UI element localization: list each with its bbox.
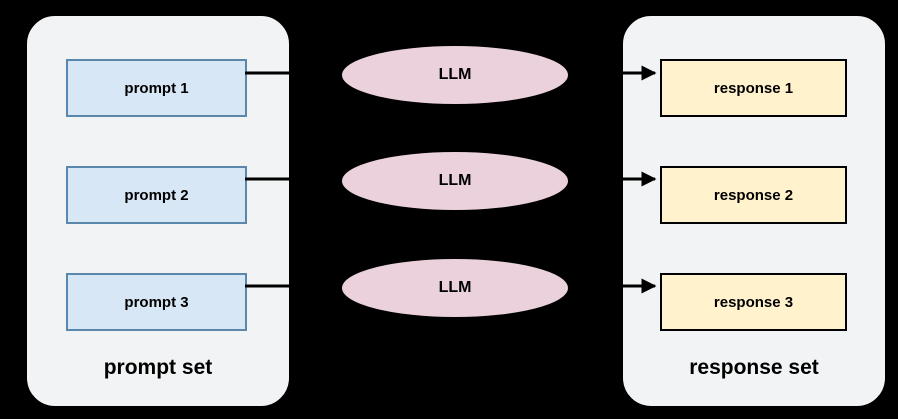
prompt-1-label: prompt 1 [124, 79, 189, 97]
response-1-box: response 1 [660, 59, 847, 117]
prompt-1-box: prompt 1 [66, 59, 247, 117]
response-2-label: response 2 [713, 186, 794, 204]
prompt-2-label: prompt 2 [124, 186, 189, 204]
prompt-3-box: prompt 3 [66, 273, 247, 331]
llm-1-label: LLM [438, 66, 472, 83]
response-3-label: response 3 [713, 293, 794, 311]
response-set-label: response set [689, 356, 819, 379]
llm-node-3: LLM [340, 257, 570, 319]
llm-node-2: LLM [340, 150, 570, 212]
prompt-2-box: prompt 2 [66, 166, 247, 224]
response-set-panel: response 1 response 2 response 3 respons… [621, 14, 887, 408]
llm-2-label: LLM [438, 172, 472, 189]
llm-3-label: LLM [438, 279, 472, 296]
prompt-3-label: prompt 3 [124, 293, 189, 311]
response-1-label: response 1 [713, 79, 794, 97]
response-2-box: response 2 [660, 166, 847, 224]
prompt-set-panel: prompt 1 prompt 2 prompt 3 prompt set [25, 14, 291, 408]
prompt-set-label: prompt set [103, 356, 213, 379]
response-3-box: response 3 [660, 273, 847, 331]
llm-node-1: LLM [340, 44, 570, 106]
